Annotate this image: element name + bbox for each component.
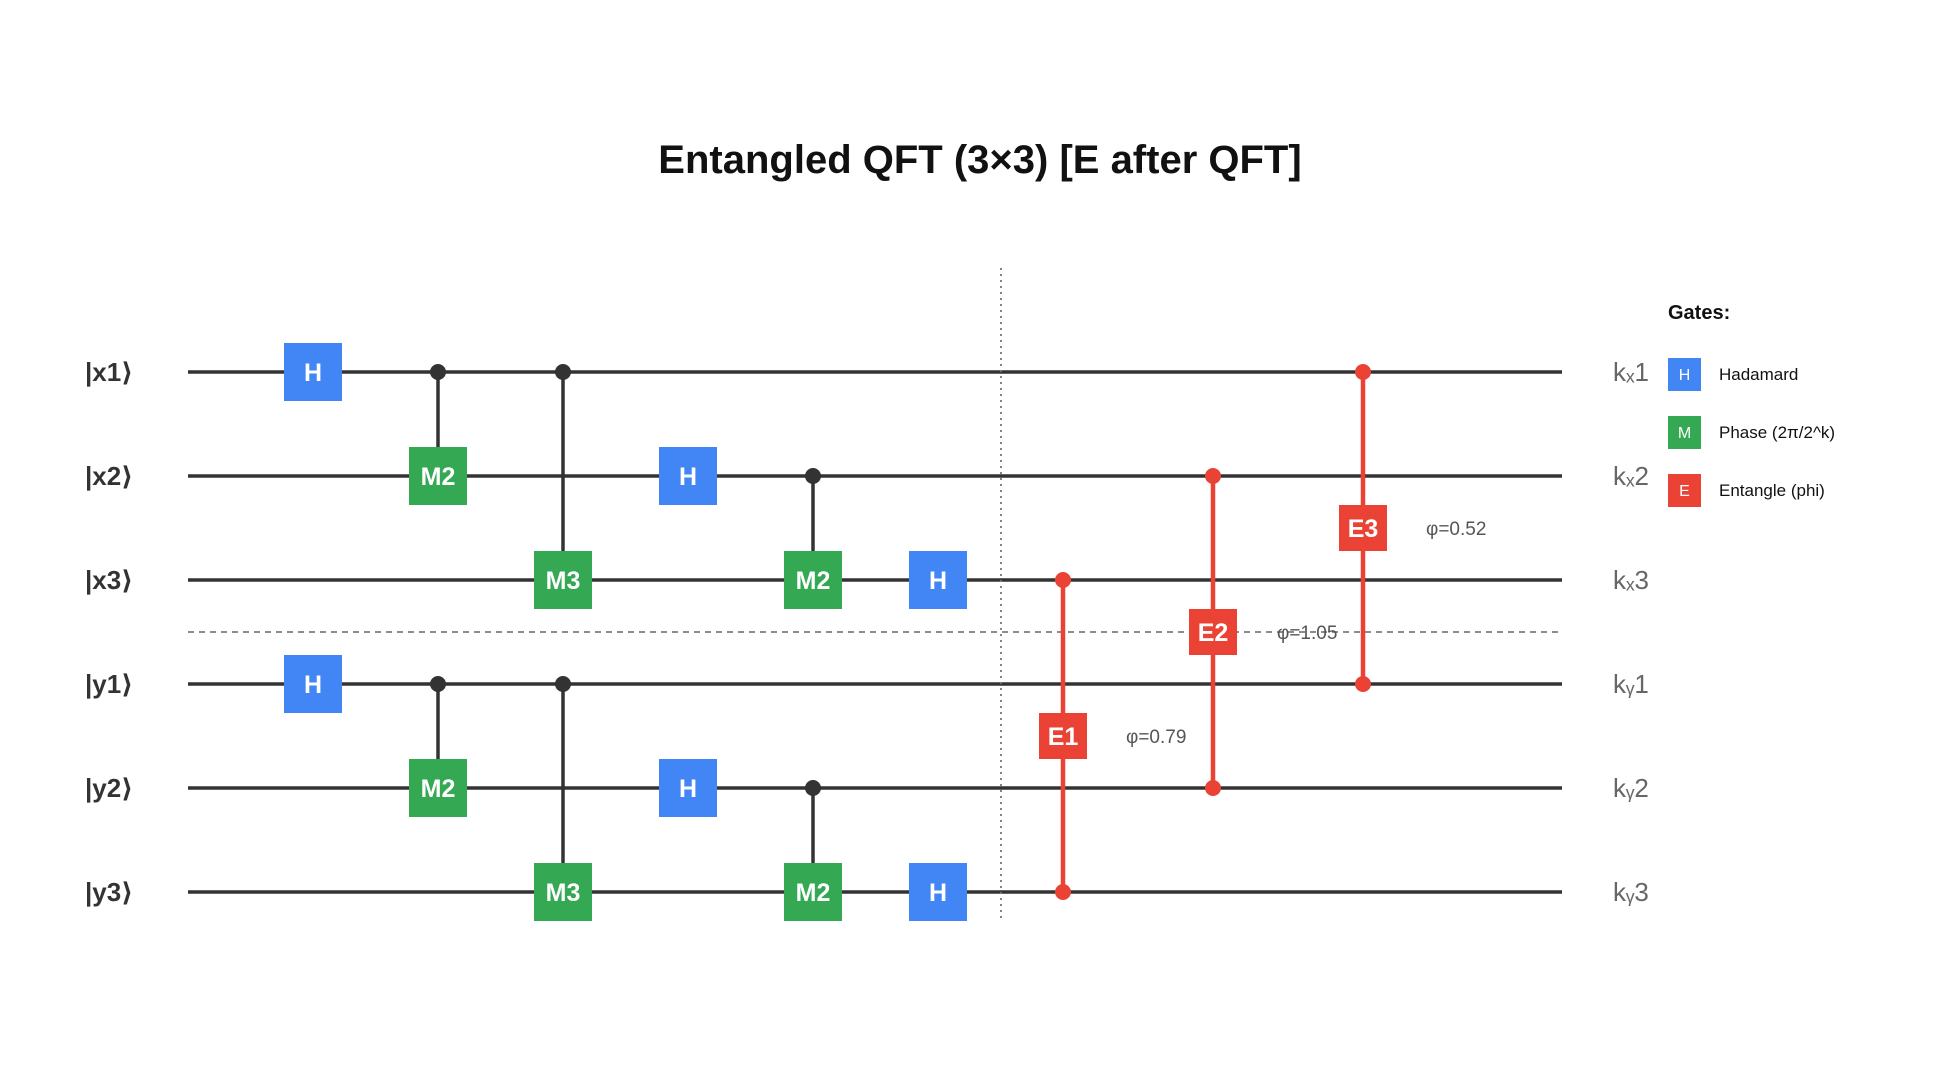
phase-gate <box>784 863 842 921</box>
qubit-input-label: |y2⟩ <box>85 773 133 803</box>
entangle-phi-label: φ=0.79 <box>1126 727 1186 748</box>
gate-label: H <box>679 463 697 491</box>
legend-symbol: M <box>1678 425 1691 442</box>
entangle-phi-label: φ=1.05 <box>1277 623 1337 644</box>
qubit-output-label: kₓ2 <box>1613 461 1649 491</box>
qubit-output-label: kₓ3 <box>1613 565 1649 595</box>
legend-swatch <box>1668 358 1701 391</box>
gate-label: M3 <box>546 879 581 907</box>
entangle-dot <box>1055 884 1071 900</box>
entangle-phi-label: φ=0.52 <box>1426 519 1486 540</box>
legend-symbol: H <box>1679 367 1691 384</box>
phase-gate <box>409 447 467 505</box>
entangle-dot <box>1355 364 1371 380</box>
control-dot <box>555 676 571 692</box>
qubit-output-label: kᵧ2 <box>1613 773 1649 803</box>
qubit-input-label: |x3⟩ <box>85 565 133 595</box>
entangle-gate-label: E3 <box>1348 515 1379 543</box>
entangle-gate-label: E1 <box>1048 723 1079 751</box>
control-dot <box>805 780 821 796</box>
gate-label: M2 <box>796 879 831 907</box>
entangle-gate <box>1039 713 1087 759</box>
legend-symbol: E <box>1679 483 1690 500</box>
entangle-gate-label: E2 <box>1198 619 1229 647</box>
phase-gate <box>534 863 592 921</box>
entangle-dot <box>1205 468 1221 484</box>
gate-label: H <box>929 567 947 595</box>
hadamard-gate <box>284 343 342 401</box>
gate-label: M2 <box>796 567 831 595</box>
control-dot <box>430 364 446 380</box>
gate-label: H <box>929 879 947 907</box>
entangle-dot <box>1355 676 1371 692</box>
qubit-input-label: |y3⟩ <box>85 877 133 907</box>
gate-label: M2 <box>421 463 456 491</box>
legend-swatch <box>1668 416 1701 449</box>
entangle-dot <box>1205 780 1221 796</box>
gate-label: M2 <box>421 775 456 803</box>
qubit-output-label: kᵧ1 <box>1613 669 1649 699</box>
hadamard-gate <box>909 863 967 921</box>
hadamard-gate <box>659 447 717 505</box>
control-dot <box>430 676 446 692</box>
hadamard-gate <box>659 759 717 817</box>
entangle-gate <box>1339 505 1387 551</box>
gate-label: H <box>679 775 697 803</box>
gate-label: M3 <box>546 567 581 595</box>
qubit-output-label: kₓ1 <box>1613 357 1649 387</box>
phase-gate <box>534 551 592 609</box>
legend-label: Phase (2π/2^k) <box>1719 423 1835 442</box>
phase-gate <box>784 551 842 609</box>
entangle-gate <box>1189 609 1237 655</box>
gate-label: H <box>304 671 322 699</box>
gate-label: H <box>304 359 322 387</box>
qubit-input-label: |y1⟩ <box>85 669 133 699</box>
phase-gate <box>409 759 467 817</box>
entangle-dot <box>1055 572 1071 588</box>
control-dot <box>555 364 571 380</box>
diagram-title: Entangled QFT (3×3) [E after QFT] <box>658 138 1302 182</box>
control-dot <box>805 468 821 484</box>
qubit-input-label: |x1⟩ <box>85 357 133 387</box>
qubit-input-label: |x2⟩ <box>85 461 133 491</box>
hadamard-gate <box>909 551 967 609</box>
legend-title: Gates: <box>1668 302 1730 324</box>
hadamard-gate <box>284 655 342 713</box>
legend-swatch <box>1668 474 1701 507</box>
legend-label: Hadamard <box>1719 365 1798 384</box>
legend-label: Entangle (phi) <box>1719 481 1825 500</box>
qubit-output-label: kᵧ3 <box>1613 877 1649 907</box>
